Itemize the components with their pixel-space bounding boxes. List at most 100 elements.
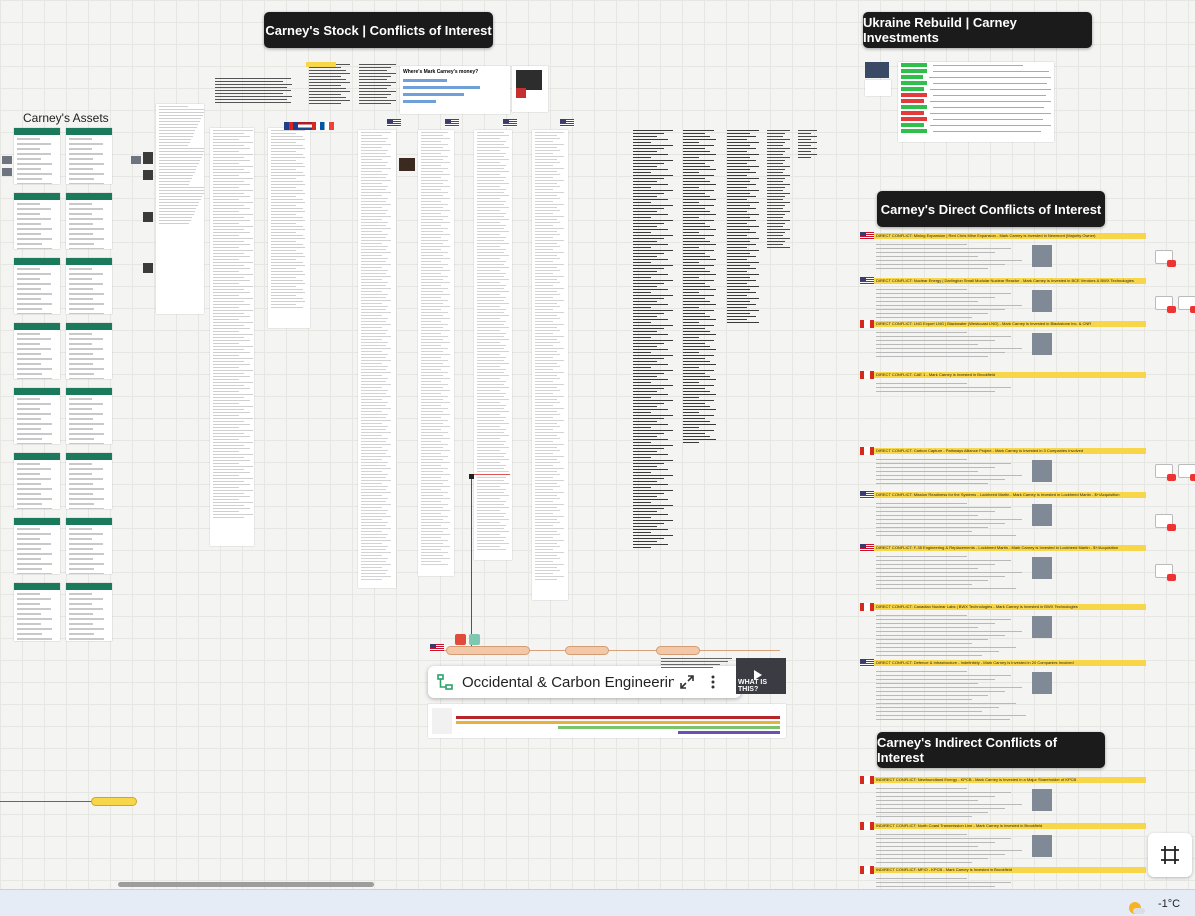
conflict-details[interactable] [876,612,1028,656]
conflict-title-bar[interactable]: INDIRECT CONFLICT: North Coast Transmiss… [874,823,1146,829]
partly-cloudy-icon[interactable] [1127,900,1145,914]
conflict-details[interactable] [876,241,1028,271]
connector-pill[interactable] [565,646,609,655]
conflict-thumbnail[interactable] [1032,504,1052,526]
document-page[interactable] [156,104,204,314]
conflict-details[interactable] [876,875,1028,887]
conflict-title-bar[interactable]: INDIRECT CONFLICT: MFIO - KPCB - Mark Ca… [874,867,1146,873]
ukraine-rebuild-header[interactable]: Ukraine Rebuild | Carney Investments [863,12,1092,48]
conflict-details[interactable] [876,785,1028,817]
asset-sheet[interactable] [14,518,60,574]
asset-sheet[interactable] [66,258,112,314]
asset-sheet[interactable] [66,388,112,444]
youtube-link-icon[interactable] [1178,464,1195,481]
text-list-column[interactable] [630,128,674,548]
conflict-details[interactable] [876,329,1028,357]
conflict-title-bar[interactable]: DIRECT CONFLICT: Defence & Infrastructur… [874,660,1146,666]
connector-pill[interactable] [446,646,530,655]
timeline-panel[interactable] [428,704,786,738]
asset-sheet[interactable] [66,128,112,184]
marker-icon[interactable] [469,634,480,645]
asset-thumbnail[interactable] [2,156,12,164]
expand-icon[interactable] [674,669,700,695]
asset-sheet[interactable] [14,453,60,509]
youtube-link-icon[interactable] [1155,296,1176,313]
asset-sheet[interactable] [66,193,112,249]
stock-list-column[interactable] [418,130,454,576]
youtube-link-icon[interactable] [1155,564,1176,581]
asset-sheet[interactable] [66,518,112,574]
conflict-title-bar[interactable]: DIRECT CONFLICT: Mission Readiness for t… [874,492,1146,498]
video-thumbnail[interactable] [143,212,153,222]
direct-conflicts-header[interactable]: Carney's Direct Conflicts of Interest [877,191,1105,227]
connector-pill[interactable] [91,797,137,806]
stock-conflicts-header[interactable]: Carney's Stock | Conflicts of Interest [264,12,493,48]
youtube-link-icon[interactable] [1155,250,1176,267]
conflict-title-bar[interactable]: DIRECT CONFLICT: LNG Export LNG | Blackw… [874,321,1146,327]
conflict-thumbnail[interactable] [1032,672,1052,694]
connector-handle[interactable] [469,474,474,479]
portrait-image[interactable] [512,66,548,112]
asset-sheet[interactable] [66,323,112,379]
conflict-details[interactable] [876,668,1028,720]
video-thumbnail[interactable] [143,170,153,180]
horizontal-scrollbar[interactable] [118,882,374,887]
video-thumbnail[interactable] [143,152,153,164]
conflict-thumbnail[interactable] [1032,333,1052,355]
conflict-thumbnail[interactable] [1032,616,1052,638]
holdings-notes[interactable] [356,62,396,118]
text-list-column[interactable] [724,128,760,328]
conflict-thumbnail[interactable] [1032,835,1052,857]
youtube-link-icon[interactable] [1155,514,1176,531]
conflict-title-bar[interactable]: INDIRECT CONFLICT: Newfoundland Energy -… [874,777,1146,783]
asset-sheet[interactable] [66,453,112,509]
conflict-thumbnail[interactable] [1032,290,1052,312]
asset-thumbnail[interactable] [2,168,12,176]
marker-icon[interactable] [455,634,466,645]
connector-pill[interactable] [656,646,700,655]
weather-temperature[interactable]: -1°C [1158,898,1181,910]
stock-list-column[interactable] [358,130,396,588]
text-list-column[interactable] [680,128,716,448]
embed-notes[interactable] [658,656,732,670]
kebab-menu-icon[interactable] [700,669,726,695]
conflict-thumbnail[interactable] [1032,460,1052,482]
asset-sheet[interactable] [14,388,60,444]
asset-sheet[interactable] [14,583,60,641]
asset-sheet[interactable] [66,583,112,641]
frame-icon[interactable] [1148,833,1192,877]
conflict-details[interactable] [876,553,1028,591]
conflict-details[interactable] [876,286,1028,320]
holdings-list[interactable] [268,128,310,328]
asset-sheet[interactable] [14,323,60,379]
asset-sheet[interactable] [14,128,60,184]
conflict-thumbnail[interactable] [1032,557,1052,579]
asset-thumbnail[interactable] [131,156,141,164]
conflict-title-bar[interactable]: DIRECT CONFLICT: Canadian Nuclear Labs |… [874,604,1146,610]
text-list-column[interactable] [795,128,817,158]
holdings-list[interactable] [210,128,254,546]
ukraine-investments-table[interactable] [898,62,1054,142]
youtube-link-icon[interactable] [1155,464,1176,481]
conflict-thumbnail[interactable] [1032,245,1052,267]
video-thumbnail[interactable] [399,158,415,171]
video-thumbnail[interactable]: WHAT IS THIS? [736,658,786,694]
asset-sheet[interactable] [14,193,60,249]
conflict-title-bar[interactable]: DIRECT CONFLICT: Carbon Capture - Pathwa… [874,448,1146,454]
occidental-embed-card[interactable]: Occidental & Carbon Engineerin [428,666,741,698]
stock-list-column[interactable] [474,130,512,560]
conflict-details[interactable] [876,456,1028,486]
conflict-details[interactable] [876,831,1028,865]
text-list-column[interactable] [764,128,790,248]
ukraine-image[interactable] [865,62,889,78]
youtube-link-icon[interactable] [1178,296,1195,313]
article-card[interactable]: Where's Mark Carney's money? [400,66,510,114]
video-thumbnail[interactable] [143,263,153,273]
holdings-notes[interactable] [212,76,292,114]
indirect-conflicts-header[interactable]: Carney's Indirect Conflicts of Interest [877,732,1105,768]
stock-list-column[interactable] [532,130,568,600]
conflict-title-bar[interactable]: DIRECT CONFLICT: Mining Expansion | Red … [874,233,1146,239]
conflict-thumbnail[interactable] [1032,789,1052,811]
conflict-details[interactable] [876,380,1028,392]
conflict-title-bar[interactable]: DIRECT CONFLICT: F-35 Engineering & Repl… [874,545,1146,551]
